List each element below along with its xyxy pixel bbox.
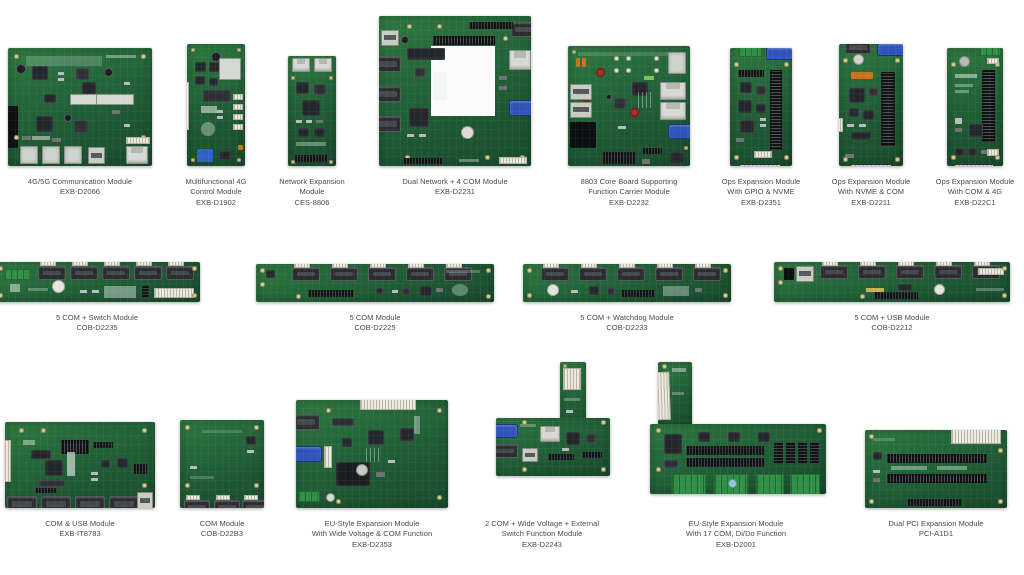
caption-exb-d2353: EU-Style Expansion Module With Wide Volt… [312,508,432,561]
product-model: EXB-D2066 [59,187,101,196]
caption-cob-d2225: 5 COM Module COB-D2225 [349,302,400,344]
product-card-cob-d22b3[interactable]: COM Module COB-D22B3 [166,386,278,550]
board-image-exb-d2351 [730,26,792,166]
board-image-exb-d1902 [187,26,245,166]
caption-cob-d2235: 5 COM + Switch Module COB-D2235 [56,302,138,344]
caption-exb-d2232: 8803 Core Board Supporting Function Carr… [581,166,678,219]
board-image-exb-d2231 [379,8,531,166]
product-name: 8803 Core Board Supporting Function Carr… [580,176,678,197]
caption-exb-d2231: Dual Network + 4 COM Module EXB-D2231 [402,166,507,208]
product-card-exb-it8783[interactable]: COM & USB Module EXB-IT8783 [0,404,160,550]
board-image-exb-it8783 [5,404,155,508]
product-name: Ops Expansion Module With GPIO & NVME [721,176,801,197]
caption-exb-d1902: Multifunctional 4G Control Module EXB-D1… [186,166,247,219]
product-card-cob-d2233[interactable]: 5 COM + Watchdog Module COB-D2233 [512,246,742,344]
board-image-cob-d2235 [0,246,200,302]
product-card-exb-d2232[interactable]: 8803 Core Board Supporting Function Carr… [552,26,706,219]
board-image-cob-d22b3 [180,386,264,508]
board-image-exb-d2243 [474,362,610,508]
caption-exb-d2001: EU-Style Expansion Module With 17 COM, D… [686,508,786,561]
board-image-exb-d2232 [568,26,690,166]
product-name: 5 COM + Watchdog Module [580,312,674,322]
board-image-cob-d2233 [523,246,731,302]
product-model: COB-D2225 [354,323,396,332]
board-image-exb-d2211 [839,26,903,166]
board-image-exb-d2066 [8,26,152,166]
product-card-exb-d2351[interactable]: Ops Expansion Module With GPIO & NVME EX… [706,26,816,219]
product-card-exb-d1902[interactable]: Multifunctional 4G Control Module EXB-D1… [168,26,264,219]
product-card-exb-d22c1[interactable]: Ops Expansion Module With COM & 4G EXB-D… [926,26,1024,219]
product-name: 5 COM Module [349,312,401,322]
caption-exb-d22c1: Ops Expansion Module With COM & 4G EXB-D… [936,166,1015,219]
product-model: COB-D2212 [871,323,913,332]
product-card-cob-d2225[interactable]: 5 COM Module COB-D2225 [256,246,494,344]
product-model: EXB-D1902 [195,197,237,207]
board-image-ces-8806 [288,26,336,166]
caption-exb-d2351: Ops Expansion Module With GPIO & NVME EX… [722,166,801,219]
product-model: EXB-D2243 [521,539,563,549]
product-name: Dual PCI Expansion Module [888,518,984,528]
board-image-cob-d2225 [256,246,494,302]
product-model: COB-D2233 [606,323,648,332]
product-name: Dual Network + 4 COM Module [402,176,508,186]
product-model: EXB-D22C1 [954,197,996,207]
board-image-exb-d2353 [296,386,448,508]
board-image-pci-a1d1 [865,404,1007,508]
product-card-exb-d2066[interactable]: 4G/5G Communication Module EXB-D2066 [0,26,160,208]
board-image-exb-d22c1 [947,26,1003,166]
caption-cob-d2233: 5 COM + Watchdog Module COB-D2233 [580,302,674,344]
product-model: EXB-D2231 [434,187,476,196]
product-name: Network Expansion Module [279,176,345,197]
product-card-exb-d2243[interactable]: 2 COM + Wide Voltage + External Switch F… [456,362,628,561]
caption-exb-d2211: Ops Expansion Module With NVME & COM EXB… [832,166,911,219]
product-model: PCI-A1D1 [918,529,954,538]
product-model: COB-D22B3 [200,529,244,538]
product-model: EXB-D2211 [851,197,891,207]
product-name: Ops Expansion Module With COM & 4G [935,176,1015,197]
product-model: EXB-D2353 [351,539,393,549]
caption-exb-it8783: COM & USB Module EXB-IT8783 [45,508,115,550]
product-card-pci-a1d1[interactable]: Dual PCI Expansion Module PCI-A1D1 [848,404,1024,550]
caption-cob-d22b3: COM Module COB-D22B3 [200,508,245,550]
board-image-cob-d2212 [774,246,1010,302]
product-model: EXB-D2001 [715,539,757,549]
caption-pci-a1d1: Dual PCI Expansion Module PCI-A1D1 [888,508,983,550]
product-card-exb-d2211[interactable]: Ops Expansion Module With NVME & COM EXB… [816,26,926,219]
product-name: COM Module [199,518,245,528]
product-name: COM & USB Module [45,518,115,528]
product-name: 2 COM + Wide Voltage + External Switch F… [484,518,600,539]
product-card-cob-d2212[interactable]: 5 COM + USB Module COB-D2212 [760,246,1024,344]
product-model: CES-8806 [294,197,330,207]
caption-exb-d2066: 4G/5G Communication Module EXB-D2066 [28,166,132,208]
product-model: EXB-D2232 [608,197,650,207]
product-card-cob-d2235[interactable]: 5 COM + Switch Module COB-D2235 [0,246,200,344]
product-model: EXB-D2351 [740,197,782,207]
caption-ces-8806: Network Expansion Module CES-8806 [279,166,344,219]
product-card-exb-d2001[interactable]: EU-Style Expansion Module With 17 COM, D… [640,362,832,561]
product-name: Ops Expansion Module With NVME & COM [831,176,911,197]
product-name: EU-Style Expansion Module With 17 COM, D… [685,518,787,539]
product-name: EU-Style Expansion Module With Wide Volt… [311,518,433,539]
product-model: EXB-IT8783 [59,529,101,538]
product-name: 5 COM + Switch Module [55,312,139,322]
product-card-ces-8806[interactable]: Network Expansion Module CES-8806 [266,26,358,219]
product-model: COB-D2235 [76,323,118,332]
caption-cob-d2212: 5 COM + USB Module COB-D2212 [854,302,929,344]
product-card-exb-d2353[interactable]: EU-Style Expansion Module With Wide Volt… [286,386,458,561]
product-name: 4G/5G Communication Module [27,176,133,186]
product-name: 5 COM + USB Module [854,312,930,322]
product-name: Multifunctional 4G Control Module [185,176,247,197]
product-card-exb-d2231[interactable]: Dual Network + 4 COM Module EXB-D2231 [360,8,550,208]
caption-exb-d2243: 2 COM + Wide Voltage + External Switch F… [485,508,599,561]
board-image-exb-d2001 [646,362,826,508]
